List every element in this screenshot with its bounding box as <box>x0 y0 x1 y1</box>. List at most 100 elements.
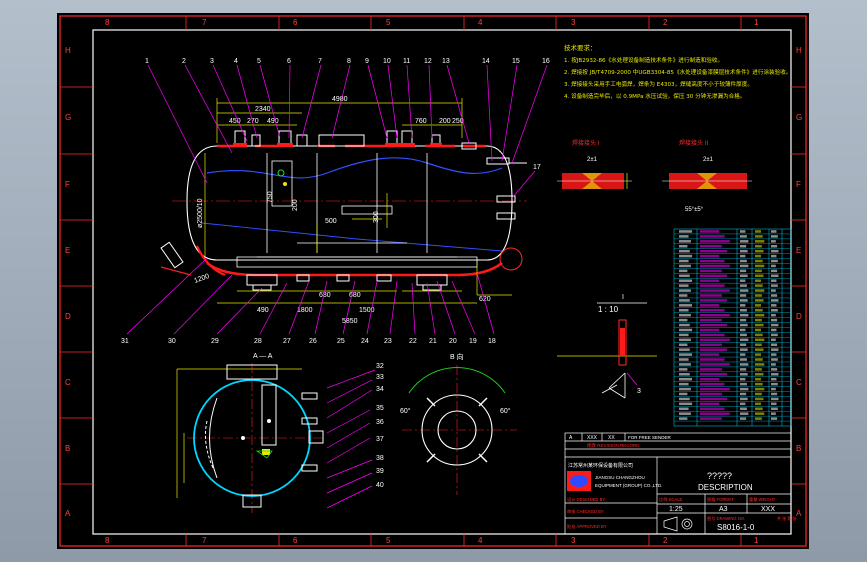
parts-cell-text <box>700 343 722 346</box>
balloon-5: 5 <box>257 58 261 65</box>
notes-heading: 技术要求： <box>564 43 597 52</box>
grid-bottom-5: 5 <box>386 536 391 545</box>
detail-circle-i <box>499 247 523 271</box>
balloon-19: 19 <box>469 338 477 345</box>
parts-cell-text <box>771 387 776 391</box>
parts-cell-text <box>679 279 693 282</box>
parts-cell-text <box>755 348 764 351</box>
weld-detail-right: 焊接接头 II 2±1 55°±5° <box>662 139 752 213</box>
parts-cell-text <box>700 338 730 342</box>
parts-cell-text <box>700 230 720 233</box>
balloon-21: 21 <box>429 338 437 345</box>
parts-cell-text <box>679 382 689 386</box>
parts-cell-text <box>755 244 762 248</box>
parts-cell-text <box>755 402 761 406</box>
parts-cell-text <box>755 363 765 366</box>
parts-cell-text <box>740 318 747 322</box>
balloon-38: 38 <box>376 455 384 462</box>
parts-cell-text <box>679 244 688 248</box>
dim-750: 750 <box>267 191 274 203</box>
parts-cell-text <box>700 412 730 415</box>
parts-cell-text <box>771 284 778 287</box>
weld-left-dim: 2±1 <box>587 157 598 163</box>
grid-top-2: 2 <box>663 18 668 27</box>
parts-cell-text <box>740 363 749 366</box>
parts-cell-text <box>771 244 778 248</box>
parts-cell-text <box>755 338 765 342</box>
dim-shell-id: ø2500/10 <box>197 198 204 228</box>
title-block-fills <box>567 471 591 491</box>
parts-cell-text <box>740 249 748 253</box>
parts-cell-text <box>700 318 722 322</box>
balloon-numbers-right: 32 33 34 35 36 37 38 39 40 <box>376 363 384 489</box>
parts-cell-text <box>771 309 778 312</box>
bottom-weld-band <box>206 261 503 277</box>
parts-cell-text <box>771 392 778 396</box>
dim-680b: 680 <box>349 292 361 299</box>
parts-cell-text <box>679 235 689 238</box>
grid-right-G: G <box>796 113 802 122</box>
parts-cell-text <box>700 392 722 396</box>
parts-cell-text <box>755 392 762 396</box>
parts-cell-text <box>771 313 776 317</box>
revision-header: 修改 REVISION RECORD <box>587 442 640 449</box>
balloon-28: 28 <box>254 338 262 345</box>
angle-left: 60° <box>400 407 411 415</box>
parts-cell-text <box>700 358 725 361</box>
parts-cell-text <box>740 274 748 278</box>
parts-cell-text <box>700 309 725 312</box>
parts-cell-text <box>679 289 691 292</box>
parts-cell-text <box>755 397 764 401</box>
balloon-numbers-bottom: 31 30 29 28 27 26 25 24 23 22 21 20 19 1… <box>121 338 496 345</box>
detail-i-view: I 1 : 10 3 <box>557 294 657 399</box>
grid-right-C: C <box>796 378 802 387</box>
parts-cell-text <box>700 240 730 243</box>
parts-cell-text <box>679 353 693 356</box>
inner-blue-line <box>201 222 503 252</box>
parts-cell-text <box>700 333 725 337</box>
parts-cell-text <box>755 235 763 238</box>
dim-segment-top: 2340 <box>255 106 271 113</box>
drawing-sheet: 8 7 6 5 4 3 2 1 8 7 6 5 4 3 2 1 H G <box>57 13 809 549</box>
grid-bottom-3: 3 <box>571 536 576 545</box>
dim-270: 270 <box>247 118 259 125</box>
parts-cell-text <box>679 284 689 287</box>
parts-cell-text <box>700 328 720 332</box>
parts-cell-text <box>700 377 720 381</box>
format-value: A3 <box>719 506 728 513</box>
grid-bottom-2: 2 <box>663 536 668 545</box>
dim-500: 500 <box>325 218 337 225</box>
balloon-numbers-top: 1 2 3 4 5 6 7 8 9 10 11 12 13 14 15 16 1… <box>145 58 550 171</box>
parts-cell-text <box>771 269 778 273</box>
parts-cell-text <box>771 294 778 297</box>
balloon-4: 4 <box>234 58 238 65</box>
parts-cell-text <box>755 328 761 332</box>
scale-value: 1:25 <box>669 506 683 513</box>
parts-cell-text <box>679 249 690 253</box>
parts-cell-text <box>755 289 765 292</box>
parts-cell-text <box>700 244 722 248</box>
parts-cell-text <box>771 318 778 322</box>
parts-cell-text <box>679 348 690 351</box>
parts-cell-text <box>679 412 691 415</box>
parts-cell-text <box>740 323 748 327</box>
parts-cell-text <box>740 358 747 361</box>
drawing-no: S8016-1-0 <box>717 523 755 532</box>
scale-label: 比例 SCALE <box>659 496 682 503</box>
section-a-a-view: A — A <box>176 353 324 513</box>
parts-cell-text <box>771 377 777 381</box>
parts-cell-text <box>755 333 763 337</box>
balloon-8: 8 <box>347 58 351 65</box>
parts-cell-text <box>740 259 747 263</box>
parts-cell-text <box>771 254 777 258</box>
grid-bottom-4: 4 <box>478 536 483 545</box>
grid-left-A: A <box>65 509 71 518</box>
parts-cell-text <box>740 284 747 287</box>
parts-cell-text <box>740 254 746 258</box>
grid-left-D: D <box>65 312 71 321</box>
grid-top-6: 6 <box>293 18 298 27</box>
note-line-2: 2. 焊接按 JB/T4709-2000 中UGB3304-85《水处理设备漆膜… <box>564 68 791 76</box>
balloon-15: 15 <box>512 58 520 65</box>
balloon-36: 36 <box>376 419 384 426</box>
note-line-1: 1. 按JB2932-86《水处理设备制造技术条件》进行制造和验收。 <box>564 56 723 64</box>
